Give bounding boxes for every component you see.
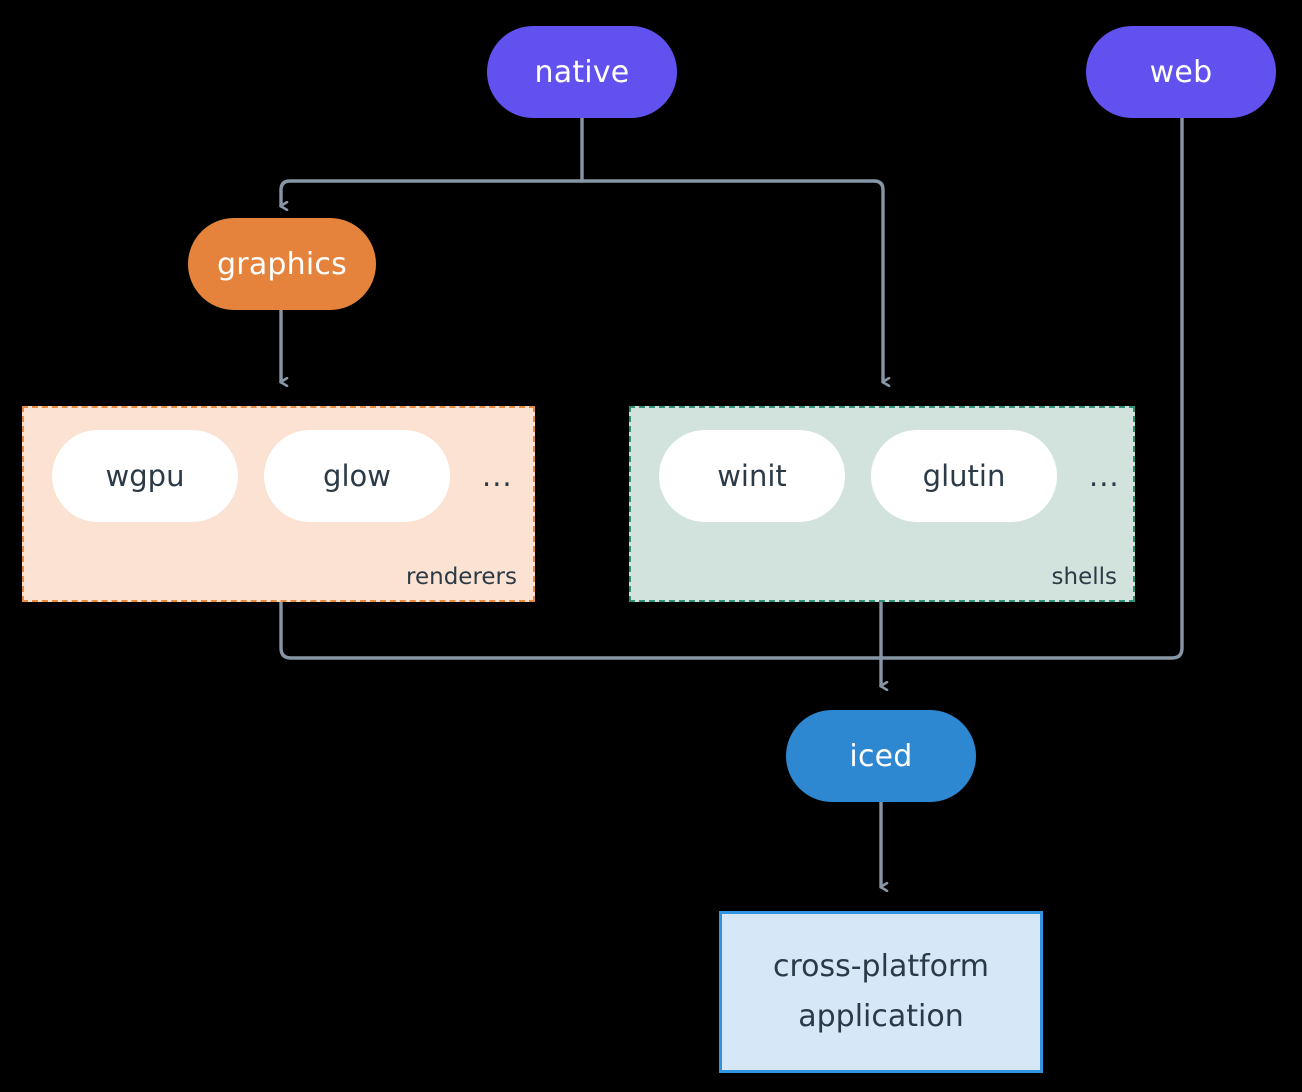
chip-wgpu[interactable]: wgpu — [52, 430, 238, 522]
application-line-2: application — [798, 999, 964, 1034]
edge-renderers-to-iced — [279, 600, 883, 660]
edge-native-to-graphics — [279, 179, 584, 206]
group-shells-label: shells — [1051, 564, 1117, 590]
group-shells-items: winit glutin ... — [659, 430, 1120, 522]
chip-glow[interactable]: glow — [264, 430, 450, 522]
group-renderers: wgpu glow ... renderers — [22, 406, 535, 602]
node-graphics[interactable]: graphics — [188, 218, 376, 310]
node-cross-platform-application[interactable]: cross-platform application — [719, 911, 1043, 1073]
chip-winit[interactable]: winit — [659, 430, 845, 522]
node-iced[interactable]: iced — [786, 710, 976, 802]
shells-more-ellipsis: ... — [1089, 459, 1120, 493]
group-renderers-items: wgpu glow ... — [52, 430, 513, 522]
chip-glutin[interactable]: glutin — [871, 430, 1057, 522]
group-renderers-label: renderers — [406, 564, 517, 590]
application-line-1: cross-platform — [772, 949, 990, 985]
renderers-more-ellipsis: ... — [482, 459, 513, 493]
node-web[interactable]: web — [1086, 26, 1276, 118]
edge-native-to-shells — [580, 179, 883, 382]
group-shells: winit glutin ... shells — [629, 406, 1135, 602]
node-native[interactable]: native — [487, 26, 677, 118]
